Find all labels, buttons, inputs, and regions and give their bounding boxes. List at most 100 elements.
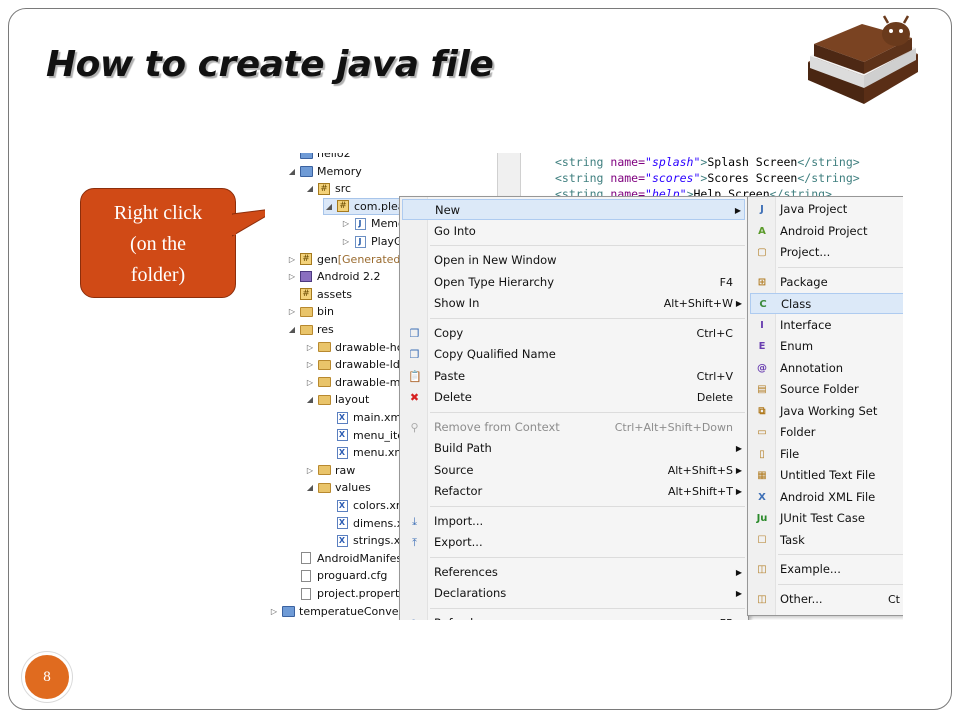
submenu-item-label: Source Folder <box>780 382 859 396</box>
junit-icon: Ju <box>756 513 768 524</box>
submenu-item-label: Example... <box>780 562 841 576</box>
expand-arrow-icon[interactable]: ▷ <box>288 254 296 264</box>
file-icon: ▯ <box>759 448 765 460</box>
submenu-item-label: Class <box>781 297 812 311</box>
menu-item-label: Go Into <box>434 223 476 238</box>
code-token-attr: name= <box>610 155 646 169</box>
submenu-item-label: Java Working Set <box>780 403 878 418</box>
tree-item-values[interactable]: ◢values <box>305 479 371 496</box>
tree-item-raw[interactable]: ▷raw <box>305 462 355 479</box>
tree-item-assets[interactable]: #assets <box>287 286 352 303</box>
menu-item-label: Source <box>434 462 474 477</box>
menu-item-export[interactable]: ⤒Export... <box>402 532 745 553</box>
collapse-arrow-icon[interactable]: ◢ <box>325 201 333 211</box>
new-submenu-item-folder[interactable]: ▭Folder <box>750 422 903 443</box>
tree-item-gen[interactable]: ▷#gen [Generated <box>287 251 400 268</box>
expand-arrow-icon[interactable]: ▷ <box>342 219 350 229</box>
tree-item-drawable-ld[interactable]: ▷drawable-ld <box>305 356 400 373</box>
callout-line-2: (on the <box>129 233 187 255</box>
other-icon: ◫ <box>757 593 767 605</box>
tree-item-proguard-cfg[interactable]: proguard.cfg <box>287 567 387 584</box>
new-submenu-item-example[interactable]: ◫Example... <box>750 559 903 580</box>
enum-icon: E <box>758 341 766 352</box>
expand-arrow-icon[interactable]: ▷ <box>306 465 314 475</box>
tree-item-src[interactable]: ◢#src <box>305 180 351 197</box>
menu-item-declarations[interactable]: Declarations▶ <box>402 583 745 604</box>
tree-item-drawable-m[interactable]: ▷drawable-m <box>305 374 401 391</box>
callout-line-1: Right click <box>113 202 203 224</box>
copy-icon: ❐ <box>409 326 420 340</box>
tree-item-bin[interactable]: ▷bin <box>287 303 334 320</box>
menu-item-label: Copy <box>434 325 464 340</box>
new-submenu-item-untitled-text-file[interactable]: ▦Untitled Text File <box>750 465 903 486</box>
collapse-arrow-icon[interactable]: ◢ <box>288 325 296 334</box>
collapse-arrow-icon[interactable]: ◢ <box>288 166 296 176</box>
menu-item-open-in-new-window[interactable]: Open in New Window <box>402 250 745 271</box>
expand-arrow-icon[interactable]: ▷ <box>306 342 314 352</box>
expand-arrow-icon[interactable]: ▷ <box>306 360 314 370</box>
tree-item-temperatueconvers[interactable]: ▷temperatueConvers <box>269 603 409 620</box>
tree-item-res[interactable]: ◢res <box>287 321 334 338</box>
expand-arrow-icon[interactable]: ▷ <box>306 377 314 387</box>
new-submenu-item-java-working-set[interactable]: ⧉Java Working Set <box>750 401 903 422</box>
pkg-icon: ⊞ <box>757 276 767 288</box>
menu-item-copy-qualified-name[interactable]: ❐Copy Qualified Name <box>402 344 745 365</box>
collapse-arrow-icon[interactable]: ◢ <box>306 184 314 194</box>
menu-item-references[interactable]: References▶ <box>402 562 745 583</box>
new-submenu-item-annotation[interactable]: @Annotation <box>750 358 903 379</box>
new-submenu-item-project[interactable]: ▢Project... <box>750 242 903 263</box>
tree-item-memory[interactable]: ◢Memory <box>287 163 362 180</box>
tree-item-project-properti[interactable]: project.properti <box>287 585 402 602</box>
tree-item-layout[interactable]: ◢layout <box>305 391 369 408</box>
menu-item-new[interactable]: New▶ <box>402 199 745 220</box>
collapse-arrow-icon[interactable]: ◢ <box>306 483 314 493</box>
expand-arrow-icon[interactable]: ▷ <box>288 272 296 282</box>
new-submenu-item-package[interactable]: ⊞Package <box>750 272 903 293</box>
menu-item-go-into[interactable]: Go Into <box>402 221 745 242</box>
tree-item-decoration: [Generated <box>337 252 401 266</box>
annot-icon: @ <box>757 362 767 374</box>
collapse-arrow-icon[interactable]: ◢ <box>306 395 314 405</box>
new-submenu-item-source-folder[interactable]: ▤Source Folder <box>750 379 903 400</box>
menu-separator <box>430 317 745 319</box>
new-submenu-item-file[interactable]: ▯File <box>750 444 903 465</box>
expand-arrow-icon[interactable]: ▷ <box>270 606 278 616</box>
menu-item-build-path[interactable]: Build Path▶ <box>402 438 745 459</box>
menu-separator <box>430 411 745 413</box>
tree-item-label: proguard.cfg <box>317 569 388 583</box>
expand-arrow-icon[interactable]: ▷ <box>288 307 296 317</box>
menu-item-refresh[interactable]: ⟳RefreshF5 <box>402 613 745 621</box>
new-submenu-item-task[interactable]: ☐Task <box>750 530 903 551</box>
menu-item-label: Open Type Hierarchy <box>434 274 555 289</box>
tree-item-drawable-hc[interactable]: ▷drawable-hc <box>305 339 403 356</box>
tree-item-android-2-2[interactable]: ▷Android 2.2 <box>287 268 381 285</box>
menu-item-label: Show In <box>434 296 480 310</box>
expand-arrow-icon[interactable]: ▷ <box>342 237 350 246</box>
new-submenu-item-other[interactable]: ◫Other...Ct <box>750 589 903 610</box>
menu-item-import[interactable]: ⤓Import... <box>402 511 745 532</box>
callout-line-3: folder) <box>130 264 186 286</box>
tree-item-hello2[interactable]: hello2 <box>287 153 351 162</box>
tree-item-androidmanifes[interactable]: AndroidManifes <box>287 550 402 567</box>
